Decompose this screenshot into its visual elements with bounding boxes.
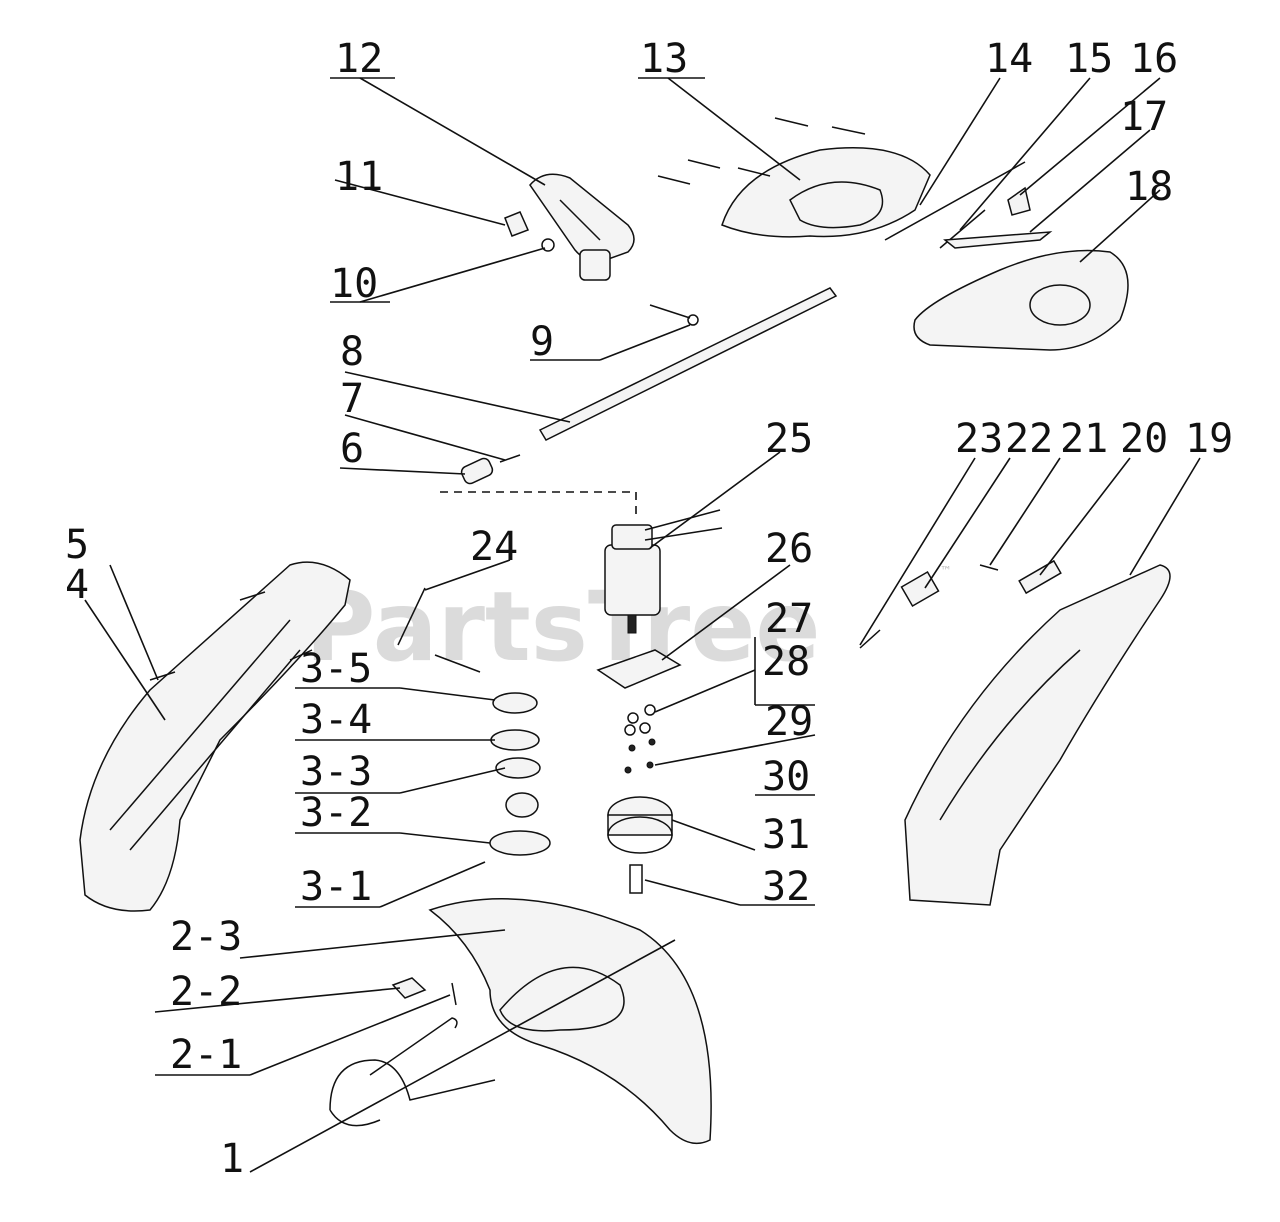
- callout-5: 5: [65, 522, 89, 568]
- callout-31: 31: [762, 812, 810, 858]
- part-24-bolt: [397, 587, 481, 673]
- callout-3-3: 3-3: [300, 749, 372, 795]
- part-32-spring: [629, 864, 643, 894]
- callout-20: 20: [1120, 416, 1168, 462]
- callout-21: 21: [1060, 416, 1108, 462]
- part-2-guard: [428, 898, 712, 1145]
- watermark-trademark: ™: [940, 564, 952, 578]
- leader-lines: [84, 77, 1201, 1173]
- callout-3-1: 3-1: [300, 864, 372, 910]
- part-7-pin: [499, 454, 521, 463]
- callout-14: 14: [985, 36, 1033, 82]
- callout-17: 17: [1120, 94, 1168, 140]
- part-3-spool-stack: [489, 692, 551, 856]
- callout-12: 12: [335, 36, 383, 82]
- callout-10: 10: [330, 261, 378, 307]
- callout-9: 9: [530, 319, 554, 365]
- callout-3-4: 3-4: [300, 697, 372, 743]
- callout-11: 11: [335, 154, 383, 200]
- callout-3-5: 3-5: [300, 646, 372, 692]
- callout-2-1: 2-1: [170, 1032, 242, 1078]
- part-9-spring: [649, 304, 699, 326]
- part-18-rear-cover: [913, 249, 1129, 351]
- part-25-motor: [604, 509, 723, 634]
- callout-2-3: 2-3: [170, 914, 242, 960]
- callout-4: 4: [65, 562, 89, 608]
- part-12-handle: [529, 173, 635, 281]
- callout-26: 26: [765, 526, 813, 572]
- part-4-5-left-housing: [79, 561, 351, 912]
- callout-13: 13: [640, 36, 688, 82]
- part-31-fan: [607, 796, 673, 854]
- part-1-edge-guide: [329, 1017, 496, 1127]
- callout-27: 27: [765, 596, 813, 642]
- callout-25: 25: [765, 416, 813, 462]
- part-2-2-blade: [391, 977, 427, 999]
- callout-18: 18: [1125, 164, 1173, 210]
- part-8-shaft: [538, 287, 838, 441]
- callout-30: 30: [762, 754, 810, 800]
- callout-2-2: 2-2: [170, 969, 242, 1015]
- callout-7: 7: [340, 376, 364, 422]
- part-19-right-housing: [904, 564, 1171, 906]
- part-16-clip: [1007, 186, 1031, 216]
- callout-19: 19: [1185, 416, 1233, 462]
- callout-29: 29: [765, 699, 813, 745]
- part-10-washer: [541, 238, 555, 252]
- callout-28: 28: [762, 639, 810, 685]
- callout-15: 15: [1065, 36, 1113, 82]
- callout-16: 16: [1130, 36, 1178, 82]
- part-13-cover: [657, 117, 931, 238]
- callout-23: 23: [955, 416, 1003, 462]
- part-6-bushing: [460, 457, 494, 485]
- part-2-1-screw: [451, 982, 457, 1006]
- callout-8: 8: [340, 329, 364, 375]
- part-11-knob: [504, 211, 530, 237]
- callout-3-2: 3-2: [300, 790, 372, 836]
- callout-1: 1: [220, 1136, 244, 1182]
- part-20-23-small-parts: [859, 559, 1062, 649]
- callout-24: 24: [470, 524, 518, 570]
- callout-6: 6: [340, 426, 364, 472]
- callout-22: 22: [1005, 416, 1053, 462]
- watermark-text: PartsTree: [305, 571, 820, 683]
- part-17-trigger: [943, 231, 1053, 249]
- callout-32: 32: [762, 864, 810, 910]
- part-26-plate: [596, 649, 682, 689]
- part-27-28-29-washers: [624, 704, 656, 774]
